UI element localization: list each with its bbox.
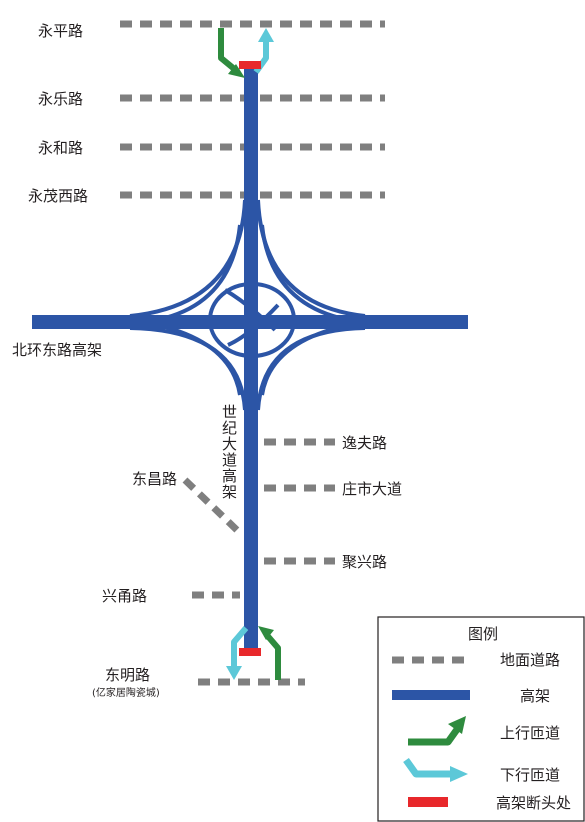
north-up-ramp-arrowhead bbox=[228, 64, 245, 78]
label-yifu: 逸夫路 bbox=[342, 434, 387, 452]
label-shiji-char: 大 bbox=[222, 435, 237, 453]
elevated-roads bbox=[32, 68, 468, 652]
road-labels: 永平路 永乐路 永和路 永茂西路 北环东路高架 逸夫路 庄市大道 聚兴路 东昌路… bbox=[12, 22, 402, 699]
north-up-ramp bbox=[218, 28, 240, 75]
legend-down-ramp-label: 下行匝道 bbox=[500, 766, 560, 784]
legend-up-ramp-swatch bbox=[408, 725, 461, 746]
legend-down-ramp-swatch bbox=[403, 757, 452, 778]
label-zhuangshi: 庄市大道 bbox=[342, 480, 402, 498]
label-juxing: 聚兴路 bbox=[342, 553, 387, 571]
label-shiji-vertical: 世 纪 大 道 高 架 bbox=[222, 403, 237, 501]
dead-end-north bbox=[239, 61, 261, 69]
label-shiji-char: 道 bbox=[222, 451, 237, 469]
legend: 图例 地面道路 高架 上行匝道 下行匝道 高架断头处 bbox=[377, 616, 585, 822]
label-shiji-char: 高 bbox=[222, 467, 237, 485]
legend-elevated-label: 高架 bbox=[520, 687, 550, 705]
south-up-ramp-arrowhead bbox=[258, 626, 274, 640]
legend-box bbox=[377, 616, 585, 822]
label-beihuan: 北环东路高架 bbox=[12, 341, 102, 359]
legend-dead-end-swatch bbox=[408, 797, 448, 807]
label-yongmaoxi: 永茂西路 bbox=[28, 187, 88, 205]
south-down-ramp bbox=[231, 626, 249, 668]
ground-road-dongchang bbox=[182, 477, 243, 536]
label-xingyong: 兴甬路 bbox=[102, 587, 147, 605]
ramps bbox=[218, 28, 281, 680]
south-down-ramp-arrowhead bbox=[226, 666, 242, 680]
ground-roads bbox=[120, 20, 385, 686]
label-yonghe: 永和路 bbox=[38, 139, 83, 157]
legend-up-ramp-arrowhead bbox=[448, 716, 466, 734]
label-shiji-char: 架 bbox=[222, 483, 237, 501]
legend-title: 图例 bbox=[468, 625, 498, 643]
legend-up-ramp-label: 上行匝道 bbox=[500, 724, 560, 742]
north-down-ramp-arrowhead bbox=[258, 28, 274, 42]
label-dongming-note: (亿家居陶瓷城) bbox=[92, 686, 160, 699]
south-up-ramp bbox=[263, 632, 281, 680]
label-shiji-char: 世 bbox=[222, 403, 237, 421]
label-dongming: 东明路 bbox=[105, 666, 150, 684]
legend-dead-end-label: 高架断头处 bbox=[496, 794, 571, 812]
legend-ground-label: 地面道路 bbox=[500, 651, 560, 669]
dead-end-south bbox=[239, 648, 261, 656]
label-yongping: 永平路 bbox=[38, 22, 83, 40]
label-shiji-char: 纪 bbox=[222, 419, 237, 437]
label-dongchang: 东昌路 bbox=[132, 470, 177, 488]
label-yongle: 永乐路 bbox=[38, 90, 83, 108]
legend-down-ramp-arrowhead bbox=[450, 766, 468, 782]
